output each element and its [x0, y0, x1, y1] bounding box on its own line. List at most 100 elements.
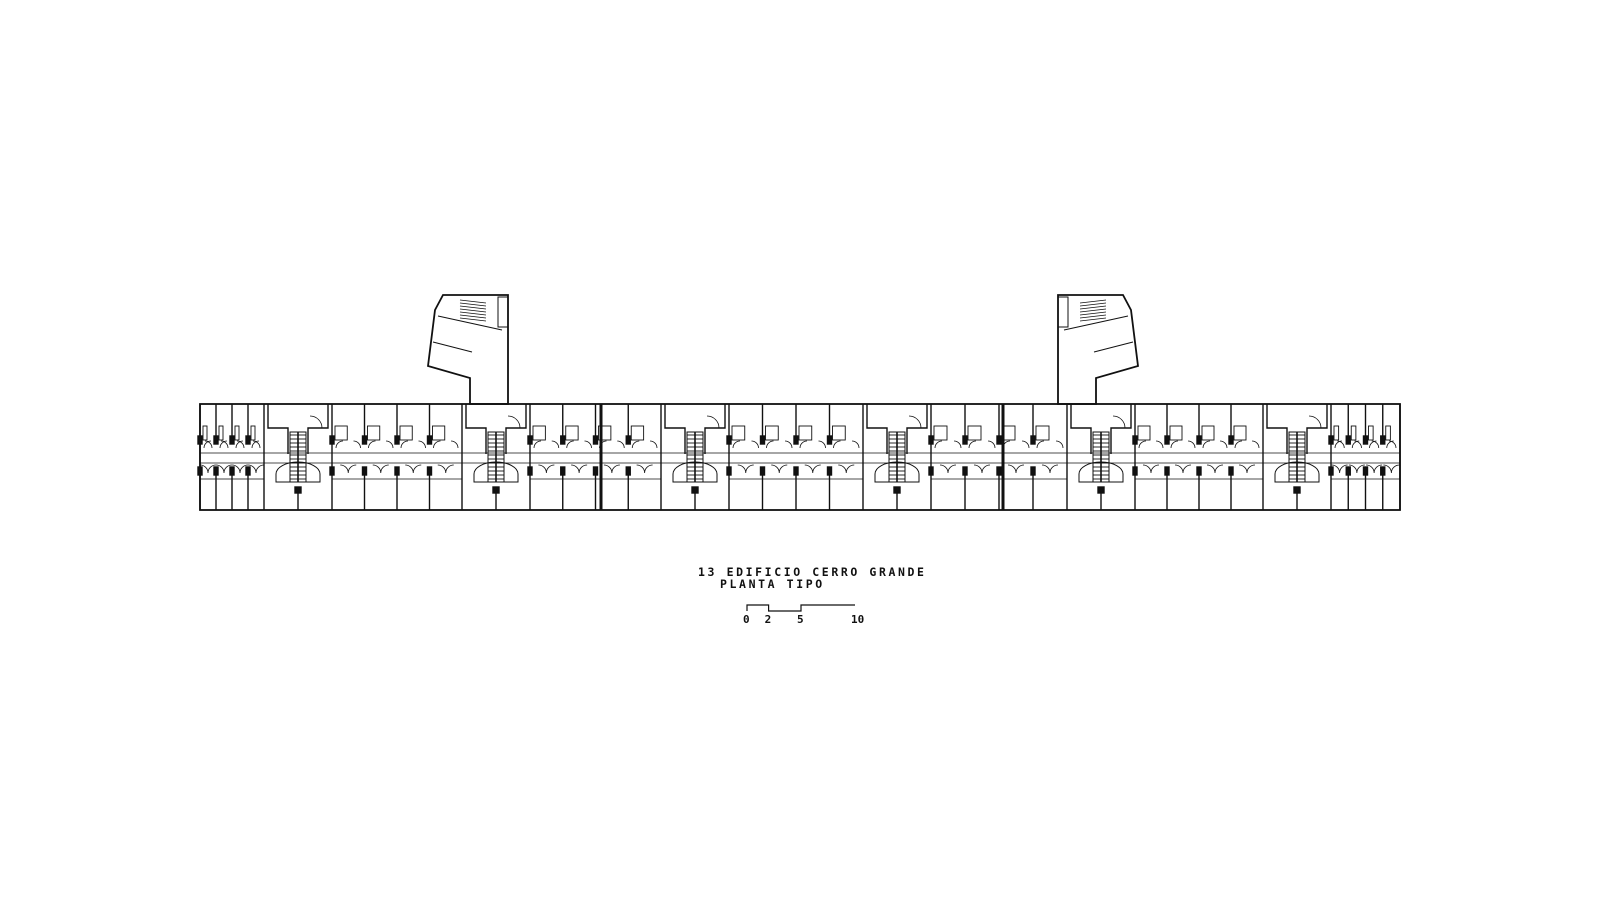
bathroom [731, 425, 746, 441]
column [361, 466, 368, 476]
tower-outline [427, 294, 509, 405]
column [1362, 435, 1369, 445]
bathroom [532, 425, 546, 441]
bathroom [1385, 425, 1391, 441]
column [229, 435, 235, 445]
door-swing [1366, 464, 1383, 474]
door-swing [433, 440, 459, 449]
stair-tread [1079, 299, 1107, 304]
door-swing [732, 440, 759, 449]
stair-core [664, 404, 726, 510]
door-swing [636, 464, 653, 474]
tower-outline [1057, 294, 1139, 405]
column [826, 435, 833, 445]
room-wall [432, 341, 473, 353]
bathroom [250, 425, 256, 441]
column [592, 466, 599, 476]
door-swing [599, 440, 625, 449]
door-swing [566, 440, 592, 449]
door-swing [934, 440, 962, 449]
bathroom [218, 425, 224, 441]
stair-tread [459, 311, 487, 316]
door-swing [1383, 464, 1400, 474]
bathroom [630, 425, 645, 441]
column [394, 435, 400, 445]
drawing-subtitle: PLANTA TIPO [720, 577, 825, 591]
bathroom [1169, 425, 1183, 441]
door-swing [1334, 440, 1345, 449]
bathroom [1368, 425, 1374, 441]
column [1362, 466, 1369, 476]
bathroom [933, 425, 948, 441]
building-plan [197, 403, 1401, 511]
column [1164, 435, 1170, 445]
bathroom [765, 425, 779, 441]
elevator-shaft [497, 296, 509, 328]
stair-core [465, 404, 527, 510]
door-swing [1206, 464, 1224, 474]
stair-core [267, 404, 329, 510]
bathroom [234, 425, 240, 441]
column [962, 466, 968, 476]
scale-label: 0 [743, 613, 750, 626]
room-wall [1093, 341, 1134, 353]
column [996, 466, 1002, 476]
bathroom [598, 425, 612, 441]
column [1132, 435, 1138, 445]
bathroom [399, 425, 413, 441]
door-swing [1007, 464, 1025, 474]
bathroom [334, 425, 348, 441]
door-swing [1238, 464, 1256, 474]
elevator-shaft [1057, 296, 1069, 328]
angled-tower [427, 294, 509, 405]
door-swing [1308, 415, 1322, 429]
door-swing [838, 464, 855, 474]
scale-label: 2 [765, 613, 772, 626]
door-swing [1170, 440, 1196, 449]
lobby-wall [267, 404, 329, 454]
door-swing [1234, 440, 1260, 449]
column [793, 466, 799, 476]
lobby-wall [664, 404, 726, 454]
bathroom [832, 425, 846, 441]
door-swing [538, 464, 555, 474]
stair-landing [473, 461, 519, 483]
column [527, 435, 533, 445]
door-swing [968, 440, 996, 449]
door-swing [1348, 464, 1365, 474]
column [197, 466, 203, 476]
stair-tread [459, 314, 487, 319]
apartment-block [1132, 404, 1264, 510]
door-swing [199, 464, 217, 474]
column [1328, 466, 1334, 476]
bathroom [1350, 425, 1357, 441]
column [1097, 486, 1105, 494]
stair-core [1070, 404, 1132, 510]
door-swing [766, 440, 793, 449]
column [213, 435, 219, 445]
column [394, 466, 400, 476]
door-swing [1351, 440, 1362, 449]
stair-tread [459, 299, 487, 304]
scale-label: 10 [851, 613, 864, 626]
door-swing [231, 464, 249, 474]
stair-landing [275, 461, 321, 483]
stair-tread [459, 308, 487, 313]
apartment-block [726, 404, 864, 510]
door-swing [1386, 440, 1397, 449]
stair-tread [459, 317, 487, 322]
door-swing [1036, 440, 1064, 449]
column [1132, 466, 1138, 476]
column [759, 466, 766, 476]
scale-label: 5 [797, 613, 804, 626]
door-swing [1174, 464, 1192, 474]
column [793, 435, 799, 445]
column [1380, 435, 1386, 445]
bathroom [367, 425, 381, 441]
door-swing [405, 464, 422, 474]
apartment-block [197, 404, 265, 510]
stair-landing [1274, 461, 1320, 483]
column [245, 466, 251, 476]
stair-tread [1079, 302, 1107, 307]
